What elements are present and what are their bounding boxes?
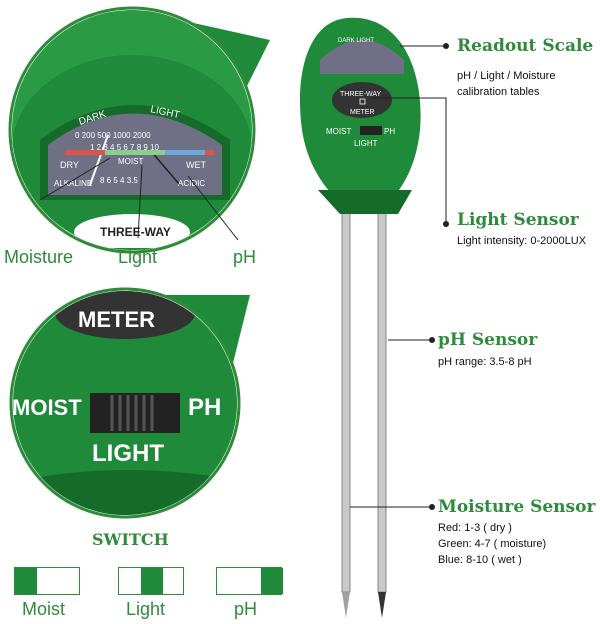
readout-title: Readout Scale [457, 36, 594, 56]
ph-sensor-desc: pH range: 3.5-8 pH [438, 356, 532, 368]
probe-left-tip [342, 592, 350, 618]
probe-right-tip [378, 592, 386, 618]
zoom-dial-illustration: DARK LIGHT 0 200 500 1000 2000 1 2 3 4 5… [8, 6, 270, 254]
zoom-dial-brand: THREE-WAY [100, 225, 171, 239]
leader-dot-icon [429, 337, 435, 343]
light-sensor-desc: Light intensity: 0-2000LUX [457, 235, 587, 247]
device-ph: PH [384, 127, 395, 136]
switch-position-moist [14, 567, 80, 595]
soil-meter-device: DARK LIGHT THREE-WAY METER MOIST PH LIGH… [299, 17, 421, 618]
device-brand-line1: THREE-WAY [340, 91, 382, 98]
leader-dot-icon [429, 504, 435, 510]
zoom-switch-ph: PH [188, 394, 221, 421]
switch-title: SWITCH [92, 530, 169, 549]
leader-dot-icon [443, 221, 449, 227]
moisture-sensor-desc: Red: 1-3 ( dry ) Green: 4-7 ( moisture) … [438, 522, 547, 566]
zoom-dial-dry: DRY [60, 160, 79, 170]
zoom-label-light: Light [118, 247, 158, 267]
zoom-label-ph: pH [233, 247, 257, 267]
zoom-switch-light: LIGHT [92, 440, 164, 467]
zoom-dial-mid-numbers: 1 2 3 4 5 6 7 8 9 10 [90, 143, 159, 152]
device-dial-mini: DARK LIGHT [338, 38, 374, 44]
switch-position-light [118, 567, 184, 595]
zoom-dial-bottom-numbers: 8 6 5 4 3.5 [100, 176, 138, 185]
switch-label-moist: Moist [22, 599, 66, 619]
device-brand-line2: METER [350, 109, 375, 116]
zoom-dial-wet: WET [186, 160, 206, 170]
device-light: LIGHT [354, 139, 378, 148]
ph-sensor-title: pH Sensor [438, 330, 538, 350]
zoom-switch-moist: MOIST [12, 395, 82, 420]
switch-position-ph [216, 567, 283, 595]
zoom-switch-illustration: METER MOIST PH LIGHT [9, 287, 250, 519]
switch-label-ph: pH [234, 599, 258, 619]
readout-desc: pH / Light / Moisture calibration tables [457, 70, 556, 98]
light-sensor-title: Light Sensor [457, 210, 579, 230]
switch-label-light: Light [126, 599, 166, 619]
device-moist: MOIST [326, 127, 351, 136]
zoom-label-moisture: Moisture [4, 247, 74, 267]
leader-dot-icon [443, 43, 449, 49]
zoom-dial-moist: MOIST [118, 157, 143, 166]
zoom-dial-top-numbers: 0 200 500 1000 2000 [75, 131, 151, 140]
moisture-sensor-title: Moisture Sensor [438, 497, 596, 517]
zoom-dial-acidic: ACIDIC [178, 179, 205, 188]
zoom-switch-meter: METER [78, 307, 155, 332]
zoom-dial-alkaline: ALKALINE [54, 179, 92, 188]
